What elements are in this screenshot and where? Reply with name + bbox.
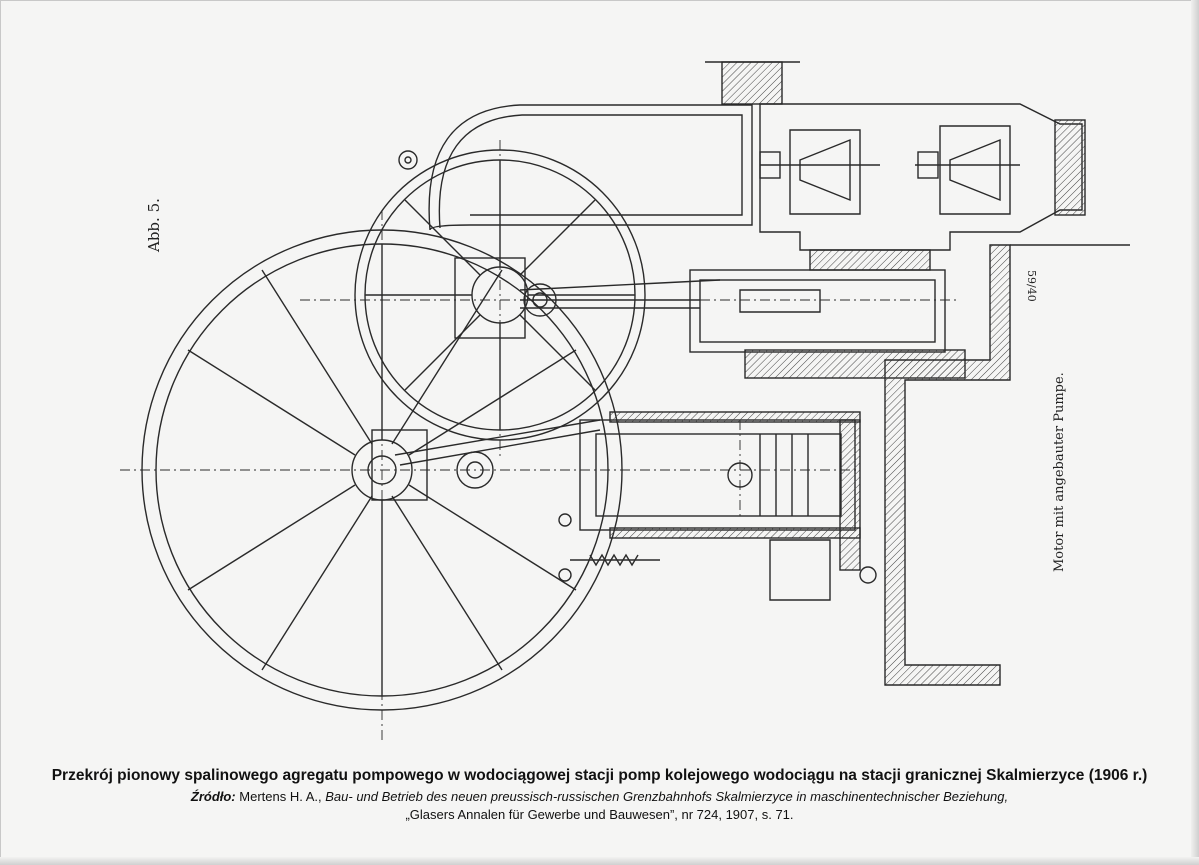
pump-valve-housing: [759, 103, 1086, 251]
page-bottom-shadow: [0, 857, 1199, 865]
source-title: Bau- und Betrieb des neuen preussisch-ru…: [325, 789, 1009, 804]
engine-cylinder: [579, 411, 861, 571]
crank-mechanism: [371, 257, 721, 501]
source-author: Mertens H. A.,: [239, 789, 326, 804]
sheet-number: 59/40: [1025, 270, 1038, 302]
pump-cylinder: [520, 249, 966, 379]
source-label: Źródło:: [190, 789, 236, 804]
air-vessel: [398, 61, 800, 231]
figure-label: Abb. 5.: [145, 198, 163, 252]
side-caption: Motor mit angebauter Pumpe.: [1052, 372, 1067, 572]
foundation: [884, 244, 1130, 686]
caption-title: Przekrój pionowy spalinowego agregatu po…: [51, 767, 1148, 784]
page-edge-shadow: [1191, 0, 1199, 865]
valve-gear: [558, 513, 877, 601]
caption-source: Źródło: Mertens H. A., Bau- und Betrieb …: [0, 789, 1199, 804]
caption-journal: „Glasers Annalen für Gewerbe und Bauwese…: [405, 807, 794, 822]
